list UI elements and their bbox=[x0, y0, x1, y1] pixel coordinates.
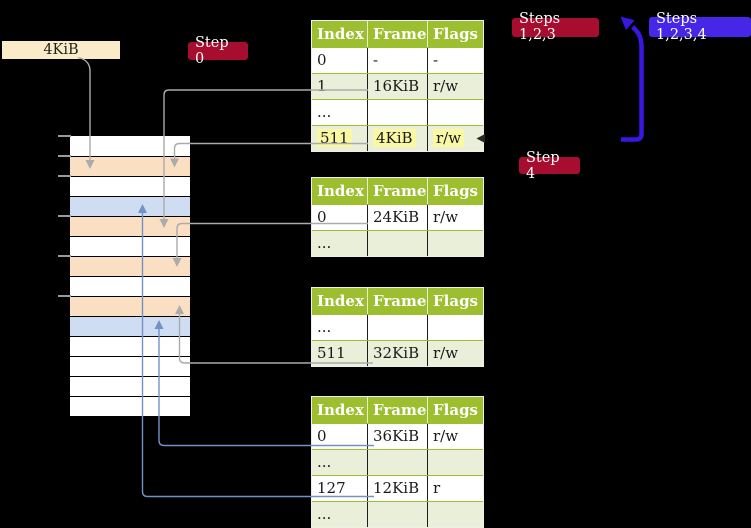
column-header: Flags bbox=[427, 396, 482, 423]
memory-frame-row-peach bbox=[70, 296, 190, 316]
badge-steps1234: Steps 1,2,3,4 bbox=[649, 11, 751, 43]
table-cell: ... bbox=[317, 504, 332, 523]
table-cell: r/w bbox=[427, 423, 482, 449]
table-cell: 0 bbox=[317, 50, 327, 69]
memory-frame-row-white bbox=[70, 376, 190, 396]
table-cell bbox=[367, 449, 427, 475]
table-cell: 127 bbox=[317, 478, 346, 497]
table-cell: - bbox=[367, 47, 427, 73]
table-row: ... bbox=[312, 313, 483, 340]
table-cell: 0 bbox=[317, 426, 327, 445]
table-cell: r/w bbox=[427, 125, 482, 151]
column-header: Frame bbox=[367, 396, 427, 423]
memory-tick bbox=[58, 255, 71, 257]
table-cell: 1 bbox=[317, 76, 327, 95]
table-cell: 4KiB bbox=[367, 125, 427, 151]
column-header: Flags bbox=[427, 287, 482, 314]
table-cell bbox=[427, 230, 482, 256]
table-cell: r/w bbox=[427, 204, 482, 230]
table-cell: ... bbox=[317, 102, 332, 121]
table-cell bbox=[367, 314, 427, 340]
table-cell: ... bbox=[317, 317, 332, 336]
table-cell: r/w bbox=[427, 340, 482, 366]
column-header: Index bbox=[317, 181, 364, 200]
table-cell: ... bbox=[317, 233, 332, 252]
table-cell: r/w bbox=[427, 73, 482, 99]
memory-frame-row-peach bbox=[70, 216, 190, 236]
table-cell bbox=[367, 501, 427, 527]
steps-loop-arrow bbox=[621, 25, 644, 142]
table-row: ... bbox=[312, 229, 483, 256]
table-cell bbox=[427, 449, 482, 475]
memory-tick bbox=[58, 155, 71, 157]
table-cell: 24KiB bbox=[367, 204, 427, 230]
table-cell bbox=[427, 99, 482, 125]
memory-frame-row-white bbox=[70, 136, 190, 156]
badge-step0: Step 0 bbox=[188, 35, 248, 67]
column-header: Index bbox=[317, 400, 364, 419]
highlighted-value: 4KiB bbox=[373, 128, 416, 147]
table-cell: 12KiB bbox=[367, 475, 427, 501]
column-header: Frame bbox=[367, 177, 427, 204]
column-header: Frame bbox=[367, 20, 427, 47]
table-row: ... bbox=[312, 448, 483, 475]
memory-tick bbox=[58, 295, 71, 297]
memory-frame-row-white bbox=[70, 356, 190, 376]
table-cell bbox=[427, 314, 482, 340]
memory-frame-row-white bbox=[70, 176, 190, 196]
memory-frame-row-blue bbox=[70, 196, 190, 216]
badge-steps123: Steps 1,2,3 bbox=[512, 11, 599, 43]
table-cell: ... bbox=[317, 452, 332, 471]
table-cell: 511 bbox=[312, 126, 367, 151]
frame-size-label: 4KiB bbox=[2, 41, 120, 59]
memory-frame-row-white bbox=[70, 276, 190, 296]
table-cell: 0 bbox=[317, 207, 327, 226]
memory-tick bbox=[58, 175, 71, 177]
column-header: Frame bbox=[367, 287, 427, 314]
column-header: Index bbox=[317, 24, 364, 43]
column-header: Flags bbox=[427, 177, 482, 204]
memory-frame-row-peach bbox=[70, 156, 190, 176]
highlighted-value: r/w bbox=[433, 128, 465, 147]
memory-frame-row-blue bbox=[70, 316, 190, 336]
table-cell bbox=[367, 230, 427, 256]
badge-step4: Step 4 bbox=[519, 150, 580, 182]
table-row: 0 -- bbox=[312, 46, 483, 73]
column-header: Flags bbox=[427, 20, 482, 47]
table-row: ... bbox=[312, 98, 483, 125]
memory-tick bbox=[58, 215, 71, 217]
table-cell: 511 bbox=[317, 343, 346, 362]
table-cell: 36KiB bbox=[367, 423, 427, 449]
memory-frame-row-white bbox=[70, 336, 190, 356]
highlighted-value: 511 bbox=[317, 128, 352, 147]
table-row: 511 4KiB r/w bbox=[312, 124, 483, 151]
table-cell: r bbox=[427, 475, 482, 501]
table-row: ... bbox=[312, 500, 483, 527]
physical-memory-column bbox=[69, 135, 191, 417]
arrowhead-upleft-icon bbox=[620, 16, 635, 30]
table-cell: 32KiB bbox=[367, 340, 427, 366]
column-header: Index bbox=[317, 291, 364, 310]
memory-frame-row-white bbox=[70, 396, 190, 416]
memory-frame-row-white bbox=[70, 236, 190, 256]
table-cell: - bbox=[427, 47, 482, 73]
memory-frame-row-peach bbox=[70, 256, 190, 276]
table-cell bbox=[367, 99, 427, 125]
memory-tick bbox=[58, 134, 71, 137]
table-cell bbox=[427, 501, 482, 527]
table-cell: 16KiB bbox=[367, 73, 427, 99]
